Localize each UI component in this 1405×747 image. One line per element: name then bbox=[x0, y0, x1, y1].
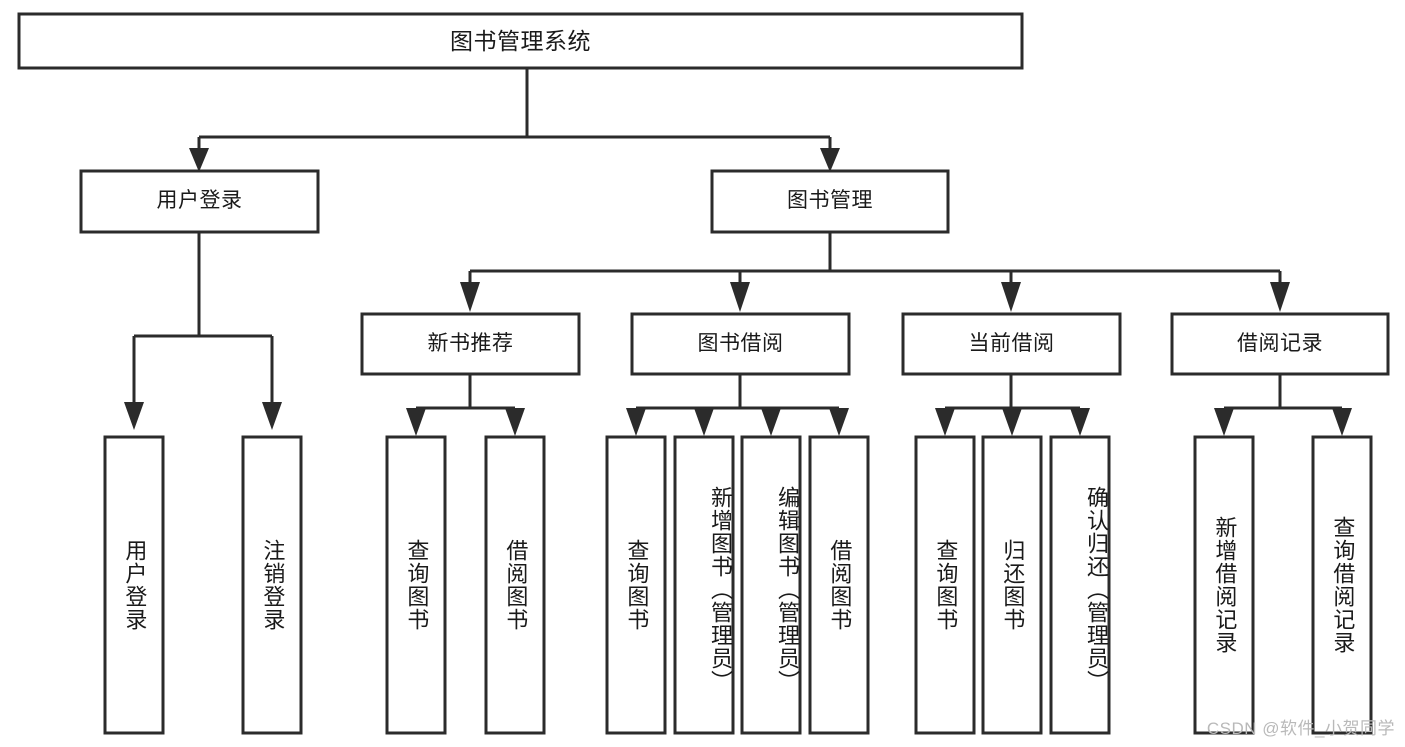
arrow-head-leaf-query-book-1 bbox=[406, 408, 426, 436]
node-leaf-query-book-1[interactable] bbox=[385, 435, 447, 735]
node-leaf-borrow-book-2[interactable] bbox=[808, 435, 870, 735]
arrow-head-leaf-query-record bbox=[1332, 408, 1352, 436]
arrow-head-leaf-add-book bbox=[694, 408, 714, 436]
arrow-head-borrow-record bbox=[1270, 282, 1290, 312]
node-leaf-query-record[interactable] bbox=[1311, 435, 1373, 735]
arrow-head-leaf-borrow-book-2 bbox=[829, 408, 849, 436]
arrow-head-current-borrow bbox=[1001, 282, 1021, 312]
arrow-head-new-book-recommend bbox=[460, 282, 480, 312]
node-user-login[interactable] bbox=[79, 169, 320, 234]
arrow-head-leaf-query-book-2 bbox=[626, 408, 646, 436]
arrow-head-leaf-logout-login bbox=[262, 402, 282, 430]
arrow-head-book-borrow bbox=[730, 282, 750, 312]
arrow-head-leaf-edit-book bbox=[761, 408, 781, 436]
node-leaf-edit-book[interactable] bbox=[740, 435, 802, 735]
arrow-head-to-book-management bbox=[820, 148, 840, 172]
arrow-head-leaf-add-record bbox=[1214, 408, 1234, 436]
arrow-head-to-user-login bbox=[189, 148, 209, 172]
node-leaf-add-book[interactable] bbox=[673, 435, 735, 735]
node-book-management[interactable] bbox=[710, 169, 950, 234]
node-leaf-confirm-return[interactable] bbox=[1049, 435, 1111, 735]
arrow-head-leaf-borrow-book-1 bbox=[505, 408, 525, 436]
node-new-book-recommend[interactable] bbox=[360, 312, 581, 376]
node-leaf-query-book-3[interactable] bbox=[914, 435, 976, 735]
arrow-head-leaf-confirm-return bbox=[1070, 408, 1090, 436]
node-leaf-add-record[interactable] bbox=[1193, 435, 1255, 735]
node-leaf-user-login[interactable] bbox=[103, 435, 165, 735]
node-borrow-record[interactable] bbox=[1170, 312, 1390, 376]
node-leaf-logout-login[interactable] bbox=[241, 435, 303, 735]
node-leaf-return-book[interactable] bbox=[981, 435, 1043, 735]
node-book-borrow[interactable] bbox=[630, 312, 851, 376]
node-leaf-borrow-book-1[interactable] bbox=[484, 435, 546, 735]
arrow-head-leaf-return-book bbox=[1002, 408, 1022, 436]
arrow-head-leaf-query-book-3 bbox=[935, 408, 955, 436]
node-root-book-management-system[interactable] bbox=[17, 12, 1024, 70]
node-leaf-query-book-2[interactable] bbox=[605, 435, 667, 735]
arrow-head-leaf-user-login bbox=[124, 402, 144, 430]
node-current-borrow[interactable] bbox=[901, 312, 1122, 376]
